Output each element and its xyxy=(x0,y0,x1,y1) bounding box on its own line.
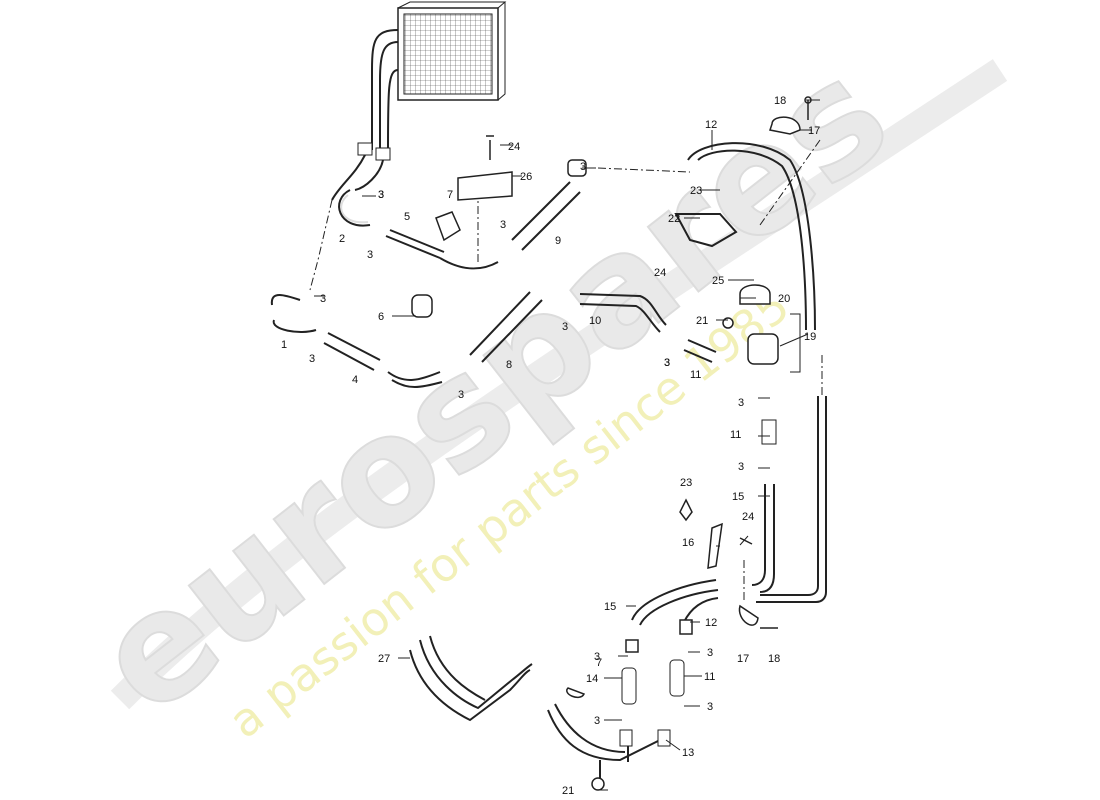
callout-3: 3 xyxy=(562,321,568,333)
callout-11: 11 xyxy=(730,429,741,441)
callout-15: 15 xyxy=(732,491,744,503)
callout-3: 3 xyxy=(707,701,713,713)
callout-3: 3 xyxy=(707,647,713,659)
callout-labels: 1 2 3 3 3 3 3 3 3 3 3 3 3 3 3 3 3 3 3 4 … xyxy=(281,95,820,797)
callout-7: 7 xyxy=(447,189,453,201)
callout-3: 3 xyxy=(738,461,744,473)
callout-21: 21 xyxy=(562,785,574,797)
callout-3: 3 xyxy=(664,357,670,369)
callout-3: 3 xyxy=(594,651,600,663)
heater-core xyxy=(331,1,507,201)
callout-11: 11 xyxy=(704,671,715,683)
callout-24: 24 xyxy=(654,267,666,279)
callout-9: 9 xyxy=(555,235,561,247)
callout-26: 26 xyxy=(520,171,532,183)
callout-17: 17 xyxy=(808,125,820,137)
callout-20: 20 xyxy=(778,293,790,305)
callout-3: 3 xyxy=(320,293,326,305)
callout-6: 6 xyxy=(378,311,384,323)
callout-10: 10 xyxy=(589,315,601,327)
callout-3: 3 xyxy=(594,715,600,727)
callout-3: 3 xyxy=(378,189,384,201)
callout-19: 19 xyxy=(804,331,816,343)
callout-7: 7 xyxy=(596,657,602,669)
callout-18: 18 xyxy=(768,653,780,665)
callout-3: 3 xyxy=(458,389,464,401)
callout-3: 3 xyxy=(309,353,315,365)
callout-15: 15 xyxy=(604,601,616,613)
callout-25: 25 xyxy=(712,275,724,287)
callout-13: 13 xyxy=(682,747,694,759)
callout-3: 3 xyxy=(378,189,384,201)
callout-23: 23 xyxy=(680,477,692,489)
leader-lines xyxy=(314,99,820,791)
callout-17: 17 xyxy=(737,653,749,665)
watermark: eurospares a passion for parts since 198… xyxy=(64,26,1008,749)
callout-1: 1 xyxy=(281,339,287,351)
callout-22: 22 xyxy=(668,213,680,225)
callout-21: 21 xyxy=(696,315,708,327)
watermark-swoosh xyxy=(110,59,1008,710)
callout-18: 18 xyxy=(774,95,786,107)
callout-3: 3 xyxy=(367,249,373,261)
callout-11: 11 xyxy=(690,369,701,381)
callout-3: 3 xyxy=(580,161,586,173)
callout-14: 14 xyxy=(586,673,598,685)
callout-3: 3 xyxy=(500,219,506,231)
callout-12: 12 xyxy=(705,119,717,131)
callout-3: 3 xyxy=(664,357,670,369)
small-parts xyxy=(411,96,812,791)
callout-16: 16 xyxy=(682,537,694,549)
callout-23: 23 xyxy=(690,185,702,197)
callout-8: 8 xyxy=(506,359,512,371)
callout-12: 12 xyxy=(705,617,717,629)
callout-4: 4 xyxy=(352,374,358,386)
callout-27: 27 xyxy=(378,653,390,665)
callout-2: 2 xyxy=(339,233,345,245)
callout-3: 3 xyxy=(738,397,744,409)
hose-group xyxy=(270,142,827,778)
callout-24: 24 xyxy=(742,511,754,523)
callout-24: 24 xyxy=(508,141,520,153)
callout-5: 5 xyxy=(404,211,410,223)
